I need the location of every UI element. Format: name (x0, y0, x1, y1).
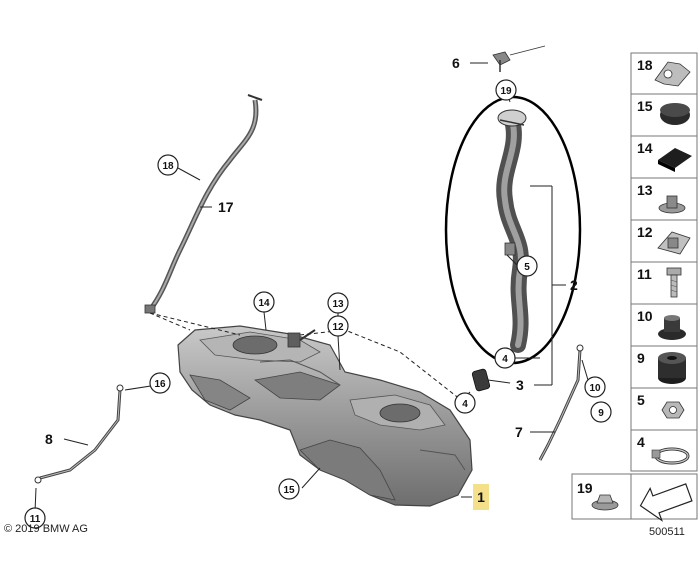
svg-text:9: 9 (598, 408, 604, 419)
svg-text:16: 16 (154, 379, 166, 390)
expanding-nut-icon (658, 195, 686, 214)
svg-text:10: 10 (589, 383, 601, 394)
svg-text:13: 13 (637, 182, 653, 198)
panel-row-11: 11 (637, 266, 682, 298)
filler-cap (492, 45, 546, 72)
svg-text:3: 3 (516, 377, 524, 393)
foam-pad-icon (658, 148, 692, 172)
callout-3: 3 (516, 377, 524, 393)
callout-16: 16 (149, 372, 171, 394)
panel-row-9: 9 (637, 350, 686, 384)
callout-11: 11 (24, 507, 46, 529)
callout-12: 12 (327, 315, 349, 337)
callout-13: 13 (327, 292, 349, 314)
grommet-icon (658, 315, 686, 340)
svg-text:6: 6 (452, 55, 460, 71)
panel-row-5: 5 (637, 392, 685, 419)
diagram-id: 500511 (649, 526, 685, 538)
svg-text:19: 19 (500, 86, 512, 97)
collar-nut-icon (591, 494, 619, 511)
copyright-text: © 2019 BMW AG (4, 523, 88, 535)
fuel-tank (177, 325, 473, 507)
leader-lines (34, 62, 589, 513)
svg-text:18: 18 (637, 57, 653, 73)
hose-clamp-icon (651, 447, 690, 465)
svg-text:9: 9 (637, 350, 645, 366)
callout-7: 7 (515, 424, 523, 440)
rubber-mount-icon (658, 352, 686, 384)
svg-text:11: 11 (30, 514, 41, 525)
panel-row-12: 12 (637, 224, 691, 255)
callout-10: 10 (584, 376, 606, 398)
svg-text:19: 19 (577, 480, 593, 496)
panel-row-13: 13 (637, 182, 686, 214)
svg-text:13: 13 (332, 299, 344, 310)
breather-line (144, 94, 263, 314)
parts-panel: 18 15 14 13 (630, 52, 698, 472)
callout-19-top: 19 (495, 79, 517, 101)
connector-hose (471, 368, 491, 392)
svg-text:17: 17 (218, 199, 234, 215)
svg-text:5: 5 (524, 262, 530, 273)
panel-row-10: 10 (637, 308, 686, 340)
callout-5: 5 (516, 255, 538, 277)
callout-17: 17 (218, 199, 234, 215)
screw-icon (666, 267, 682, 298)
callout-6: 6 (452, 55, 460, 71)
callout-9: 9 (590, 401, 612, 423)
svg-text:15: 15 (637, 98, 653, 114)
callout-8: 8 (45, 431, 53, 447)
callout-2: 2 (570, 277, 578, 293)
svg-text:12: 12 (332, 322, 344, 333)
panel-row-15: 15 (637, 98, 690, 125)
hex-nut-icon (661, 401, 685, 419)
svg-text:11: 11 (637, 266, 652, 282)
svg-text:4: 4 (637, 434, 645, 450)
svg-text:8: 8 (45, 431, 53, 447)
callout-1: 1 (473, 484, 489, 510)
bottom-panel: 19 (571, 473, 698, 522)
filler-pipe (496, 109, 529, 353)
svg-text:4: 4 (462, 399, 468, 410)
bracket-7 (538, 344, 584, 461)
svg-text:12: 12 (637, 224, 653, 240)
clip-nut-icon (657, 231, 691, 255)
panel-row-18: 18 (637, 57, 691, 87)
callout-18: 18 (157, 154, 179, 176)
svg-text:4: 4 (502, 354, 508, 365)
svg-text:15: 15 (283, 485, 295, 496)
callout-4b: 4 (494, 347, 516, 369)
svg-text:14: 14 (637, 140, 653, 156)
rubber-plug-icon (660, 103, 690, 125)
callout-15: 15 (278, 478, 300, 500)
svg-text:14: 14 (258, 298, 270, 309)
arrow-icon (639, 483, 693, 522)
panel-row-14: 14 (637, 140, 692, 172)
callout-4a: 4 (454, 392, 476, 414)
hose-clip-icon (654, 61, 691, 87)
svg-text:7: 7 (515, 424, 523, 440)
svg-text:5: 5 (637, 392, 645, 408)
panel-row-4: 4 (637, 434, 690, 465)
svg-text:2: 2 (570, 277, 578, 293)
callout-14: 14 (253, 291, 275, 313)
svg-text:10: 10 (637, 308, 653, 324)
guide-lines (149, 312, 471, 408)
svg-text:18: 18 (162, 161, 174, 172)
svg-text:1: 1 (477, 489, 485, 505)
bracket-8 (34, 384, 124, 484)
